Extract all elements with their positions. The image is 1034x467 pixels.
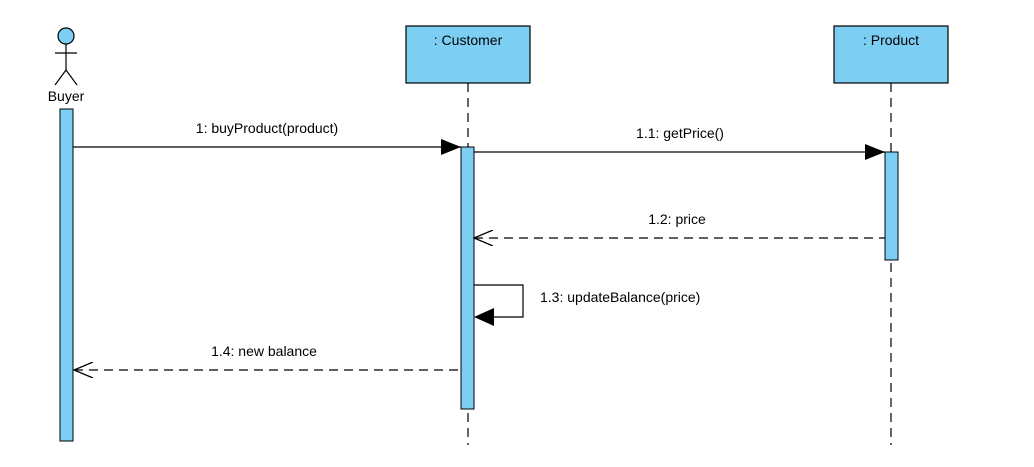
message-update-balance-label: 1.3: updateBalance(price) <box>540 289 700 305</box>
actor-head-icon <box>57 27 75 45</box>
product-lifeline[interactable]: : Product <box>833 25 949 84</box>
message-buy-product-label: 1: buyProduct(product) <box>196 120 338 136</box>
product-activation-bar <box>884 151 899 261</box>
message-price-return[interactable]: 1.2: price <box>474 211 885 238</box>
message-update-balance-arrowhead <box>474 308 494 326</box>
message-price-return-label: 1.2: price <box>648 211 706 227</box>
message-new-balance-return-label: 1.4: new balance <box>211 343 317 359</box>
customer-activation-bar <box>460 146 475 410</box>
buyer-actor[interactable]: Buyer <box>48 27 85 104</box>
message-update-balance-loop <box>474 284 524 318</box>
actor-left-leg <box>54 69 67 86</box>
message-get-price-label: 1.1: getPrice() <box>636 125 724 141</box>
customer-lifeline-box <box>405 25 531 84</box>
actor-name: Buyer <box>48 88 85 104</box>
message-get-price[interactable]: 1.1: getPrice() <box>474 125 885 160</box>
customer-lifeline-name: : Customer <box>434 32 503 48</box>
message-new-balance-return[interactable]: 1.4: new balance <box>74 343 461 370</box>
message-update-balance[interactable]: 1.3: updateBalance(price) <box>474 284 700 326</box>
product-lifeline-box <box>833 25 949 84</box>
actor-right-leg <box>65 69 78 86</box>
buyer-activation-bar <box>59 108 74 442</box>
product-lifeline-name: : Product <box>863 32 919 48</box>
customer-lifeline[interactable]: : Customer <box>405 25 531 84</box>
message-buy-product[interactable]: 1: buyProduct(product) <box>73 120 461 155</box>
